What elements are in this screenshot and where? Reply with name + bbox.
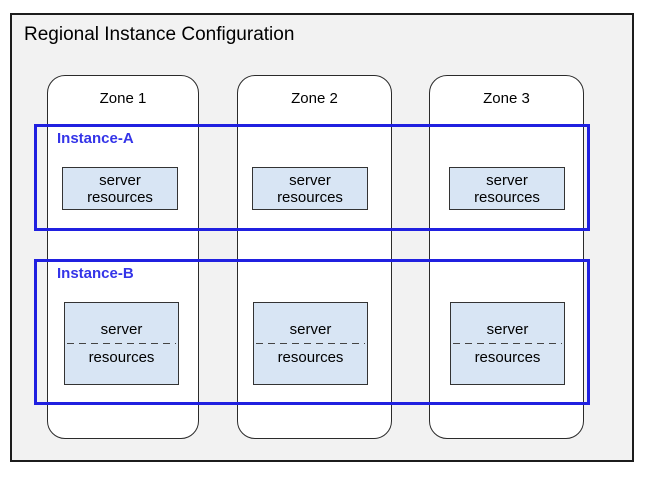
instance-a-group: Instance-A server resources server resou… [34,124,590,231]
resource-line: resources [474,349,541,366]
server-resources-box-partitioned: server resources [450,302,565,385]
resource-line: resources [474,188,540,206]
resource-line: resources [277,349,344,366]
zone-2-label: Zone 2 [291,90,338,107]
server-resources-box-partitioned: server resources [253,302,368,385]
zone-3-label: Zone 3 [483,90,530,107]
resource-line: server [289,321,332,338]
resource-line: resources [88,349,155,366]
server-resources-box: server resources [252,167,368,210]
instance-b-label: Instance-B [57,265,134,282]
resource-line: resources [277,188,343,206]
instance-b-group: Instance-B server resources server resou… [34,259,590,405]
server-resources-box: server resources [62,167,178,210]
server-resources-box: server resources [449,167,565,210]
resource-line: server [486,171,528,189]
diagram-title: Regional Instance Configuration [24,24,295,45]
partition-divider [453,343,562,344]
resource-line: resources [87,188,153,206]
resource-line: server [289,171,331,189]
resource-line: server [99,171,141,189]
partition-divider [256,343,365,344]
partition-divider [67,343,176,344]
instance-a-label: Instance-A [57,130,134,147]
zone-1-label: Zone 1 [99,90,147,107]
server-resources-box-partitioned: server resources [64,302,179,385]
region-container: Regional Instance Configuration Zone 1 Z… [10,13,634,462]
resource-line: server [100,321,143,338]
resource-line: server [486,321,529,338]
